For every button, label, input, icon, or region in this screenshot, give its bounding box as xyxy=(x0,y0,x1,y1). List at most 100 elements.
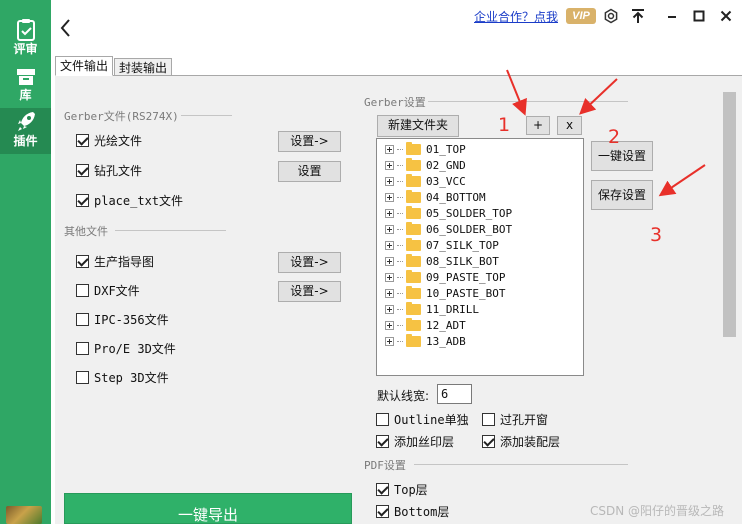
tree-folder-item[interactable]: 13_ADB xyxy=(385,333,466,349)
expand-plus-icon[interactable] xyxy=(385,304,394,314)
tree-connector xyxy=(397,324,403,326)
checkbox[interactable] xyxy=(76,193,89,207)
ipc356-option[interactable]: IPC-356文件 xyxy=(76,311,169,327)
pin-top-icon[interactable] xyxy=(630,8,646,24)
close-icon[interactable] xyxy=(718,8,734,24)
add-assembly-option[interactable]: 添加装配层 xyxy=(482,433,560,449)
folder-icon xyxy=(406,333,421,347)
pdf-top-option[interactable]: Top层 xyxy=(376,481,428,497)
tree-connector xyxy=(397,276,403,278)
tree-folder-item[interactable]: 04_BOTTOM xyxy=(385,189,486,205)
option-label: Bottom层 xyxy=(394,504,450,519)
minimize-icon[interactable] xyxy=(664,8,680,24)
expand-plus-icon[interactable] xyxy=(385,336,394,346)
rocket-icon xyxy=(17,112,35,131)
checkbox[interactable] xyxy=(76,254,89,268)
drill-settings-button[interactable]: 设置 xyxy=(278,161,341,182)
gerber-settings-button[interactable]: 设置-> xyxy=(278,131,341,152)
checkbox[interactable] xyxy=(76,341,89,355)
expand-plus-icon[interactable] xyxy=(385,208,394,218)
checkbox[interactable] xyxy=(482,434,495,448)
checkbox[interactable] xyxy=(376,434,389,448)
checkbox[interactable] xyxy=(76,133,89,147)
tree-folder-item[interactable]: 05_SOLDER_TOP xyxy=(385,205,512,221)
folder-icon xyxy=(406,269,421,283)
checkbox[interactable] xyxy=(76,312,89,326)
place-txt-option[interactable]: place_txt文件 xyxy=(76,192,183,208)
tree-folder-label: 08_SILK_BOT xyxy=(426,254,499,268)
expand-plus-icon[interactable] xyxy=(385,144,394,154)
expand-plus-icon[interactable] xyxy=(385,288,394,298)
option-label: Outline单独 xyxy=(394,412,469,427)
expand-plus-icon[interactable] xyxy=(385,224,394,234)
new-folder-button[interactable]: 新建文件夹 xyxy=(377,115,459,137)
step-3d-option[interactable]: Step 3D文件 xyxy=(76,369,169,385)
tree-folder-item[interactable]: 02_GND xyxy=(385,157,466,173)
remove-folder-button[interactable]: x xyxy=(557,116,582,135)
left-rail: 评审 库 插件 xyxy=(0,0,51,524)
tree-folder-label: 04_BOTTOM xyxy=(426,190,486,204)
maximize-icon[interactable] xyxy=(691,8,707,24)
proe-3d-option[interactable]: Pro/E 3D文件 xyxy=(76,340,176,356)
tree-folder-item[interactable]: 01_TOP xyxy=(385,141,466,157)
production-guide-settings-button[interactable]: 设置-> xyxy=(278,252,341,273)
production-guide-option[interactable]: 生产指导图 xyxy=(76,253,154,269)
scrollbar-thumb[interactable] xyxy=(723,92,736,337)
expand-plus-icon[interactable] xyxy=(385,160,394,170)
tree-folder-item[interactable]: 12_ADT xyxy=(385,317,466,333)
rail-item-library[interactable]: 库 xyxy=(0,62,51,108)
checkbox[interactable] xyxy=(376,504,389,518)
group-divider xyxy=(426,101,628,102)
dxf-option[interactable]: DXF文件 xyxy=(76,282,140,298)
expand-plus-icon[interactable] xyxy=(385,256,394,266)
rail-item-label: 评审 xyxy=(13,42,38,56)
save-setup-button[interactable]: 保存设置 xyxy=(591,180,653,210)
tree-folder-item[interactable]: 06_SOLDER_BOT xyxy=(385,221,512,237)
checkbox[interactable] xyxy=(482,412,495,426)
via-opening-option[interactable]: 过孔开窗 xyxy=(482,411,548,427)
tree-folder-label: 03_VCC xyxy=(426,174,466,188)
expand-plus-icon[interactable] xyxy=(385,240,394,250)
expand-plus-icon[interactable] xyxy=(385,272,394,282)
box-icon xyxy=(16,69,35,85)
back-arrow-icon[interactable] xyxy=(58,16,72,40)
tree-folder-label: 02_GND xyxy=(426,158,466,172)
one-key-export-button[interactable]: 一键导出 xyxy=(64,493,352,524)
tab-file-output[interactable]: 文件输出 xyxy=(55,56,114,76)
checkbox[interactable] xyxy=(76,370,89,384)
folder-icon xyxy=(406,253,421,267)
cooperation-link[interactable]: 企业合作？点我 xyxy=(474,10,559,24)
tree-folder-item[interactable]: 09_PASTE_TOP xyxy=(385,269,505,285)
tree-folder-item[interactable]: 03_VCC xyxy=(385,173,466,189)
tab-package-output[interactable]: 封装输出 xyxy=(114,58,173,76)
checkbox[interactable] xyxy=(376,412,389,426)
checkbox[interactable] xyxy=(76,163,89,177)
pdf-bottom-option[interactable]: Bottom层 xyxy=(376,503,449,519)
tree-folder-item[interactable]: 10_PASTE_BOT xyxy=(385,285,505,301)
tree-folder-item[interactable]: 08_SILK_BOT xyxy=(385,253,499,269)
tree-folder-item[interactable]: 07_SILK_TOP xyxy=(385,237,499,253)
drill-file-option[interactable]: 钻孔文件 xyxy=(76,162,142,178)
checkbox[interactable] xyxy=(376,482,389,496)
settings-icon[interactable] xyxy=(603,8,619,24)
default-width-input[interactable]: 6 xyxy=(437,384,472,404)
expand-plus-icon[interactable] xyxy=(385,192,394,202)
expand-plus-icon[interactable] xyxy=(385,176,394,186)
avatar[interactable] xyxy=(6,506,42,524)
tree-folder-item[interactable]: 11_DRILL xyxy=(385,301,479,317)
tree-connector xyxy=(397,260,403,262)
gerber-file-option[interactable]: 光绘文件 xyxy=(76,132,142,148)
checkbox[interactable] xyxy=(76,283,89,297)
vip-badge[interactable]: VIP xyxy=(566,8,596,24)
add-folder-button[interactable]: + xyxy=(526,116,550,135)
rail-item-review[interactable]: 评审 xyxy=(0,16,51,62)
group-divider xyxy=(414,464,628,465)
expand-plus-icon[interactable] xyxy=(385,320,394,330)
rail-item-plugins[interactable]: 插件 xyxy=(0,108,51,154)
add-silkscreen-option[interactable]: 添加丝印层 xyxy=(376,433,454,449)
tree-connector xyxy=(397,164,403,166)
dxf-settings-button[interactable]: 设置-> xyxy=(278,281,341,302)
outline-separate-option[interactable]: Outline单独 xyxy=(376,411,469,427)
one-key-setup-button[interactable]: 一键设置 xyxy=(591,141,653,171)
